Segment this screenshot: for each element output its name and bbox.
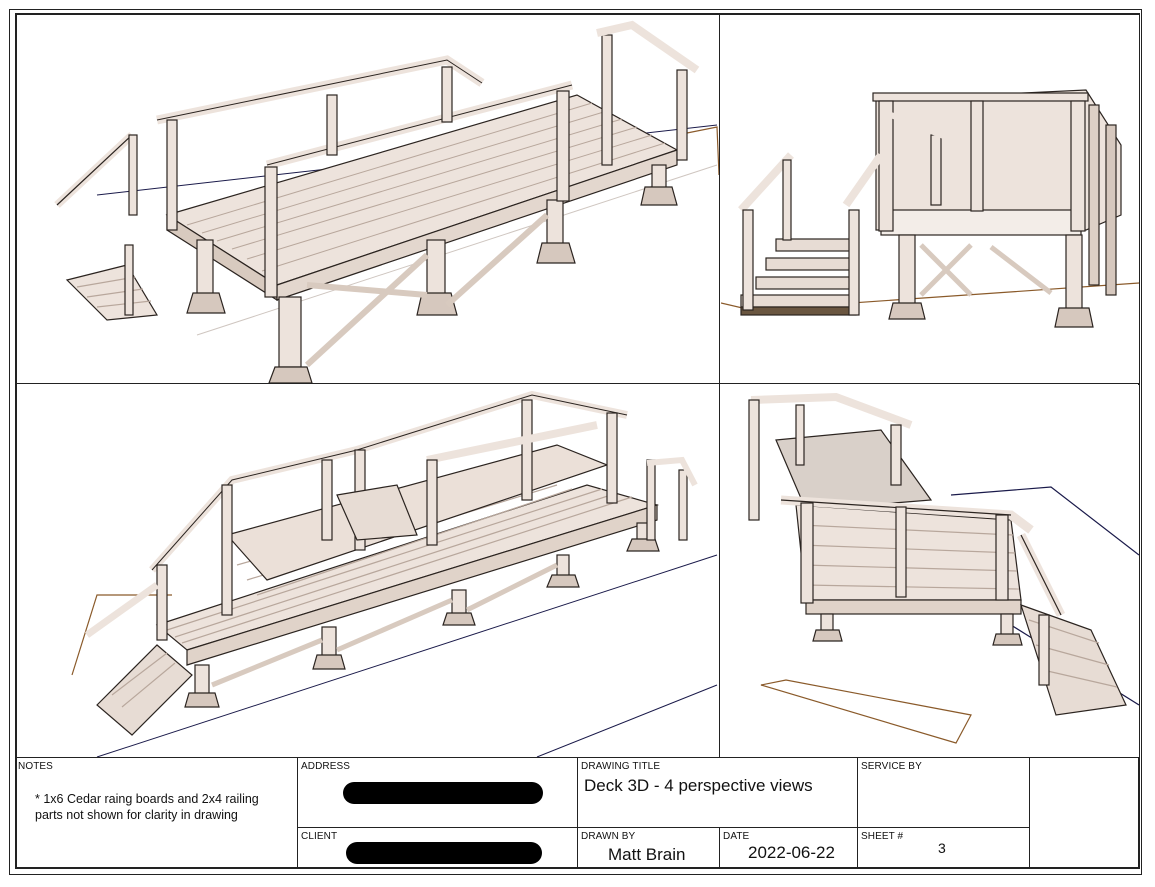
notes-text: * 1x6 Cedar raing boards and 2x4 railing… [35,792,259,822]
date-cell: DATE 2022-06-22 [720,828,858,869]
sheet-number-cell: SHEET # 3 [858,828,1030,869]
service-by-label: SERVICE BY [861,761,922,772]
notes-cell: NOTES * 1x6 Cedar raing boards and 2x4 r… [15,758,298,869]
sheet-number-value: 3 [938,840,946,856]
address-label: ADDRESS [301,761,351,772]
deck-render-top-left [54,20,719,383]
deck-render-bottom-right [748,392,1139,744]
date-label: DATE [723,831,750,842]
deck-render-top-right [721,89,1139,328]
client-redaction [346,842,542,864]
notes-label: NOTES [18,761,53,772]
viewport-top-left-perspective [17,15,719,383]
client-cell: CLIENT [298,828,578,869]
date-value: 2022-06-22 [748,843,835,862]
sheet-number-label: SHEET # [861,831,904,842]
client-label: CLIENT [301,831,338,842]
address-redaction [343,782,543,804]
service-by-cell: SERVICE BY [858,758,1030,828]
address-cell: ADDRESS [298,758,578,828]
drawn-by-value: Matt Brain [608,845,686,864]
viewport-bottom-left-perspective [17,385,719,757]
title-block-top-border [15,757,1140,758]
drawing-sheet-border [9,9,1142,875]
title-block: NOTES * 1x6 Cedar raing boards and 2x4 r… [15,758,1140,869]
drawing-title: Deck 3D - 4 perspective views [584,776,813,795]
viewport-bottom-right-perspective [721,385,1139,757]
drawn-by-cell: DRAWN BY Matt Brain [578,828,720,869]
viewport-divider-horizontal [17,383,1139,384]
deck-render-bottom-left [71,390,718,757]
viewport-top-right-perspective [721,15,1139,383]
drawn-by-label: DRAWN BY [581,831,636,842]
drawing-title-cell: DRAWING TITLE Deck 3D - 4 perspective vi… [578,758,858,828]
viewport-divider-vertical [719,15,720,758]
blank-cell [1030,758,1140,869]
drawing-title-label: DRAWING TITLE [581,761,661,772]
